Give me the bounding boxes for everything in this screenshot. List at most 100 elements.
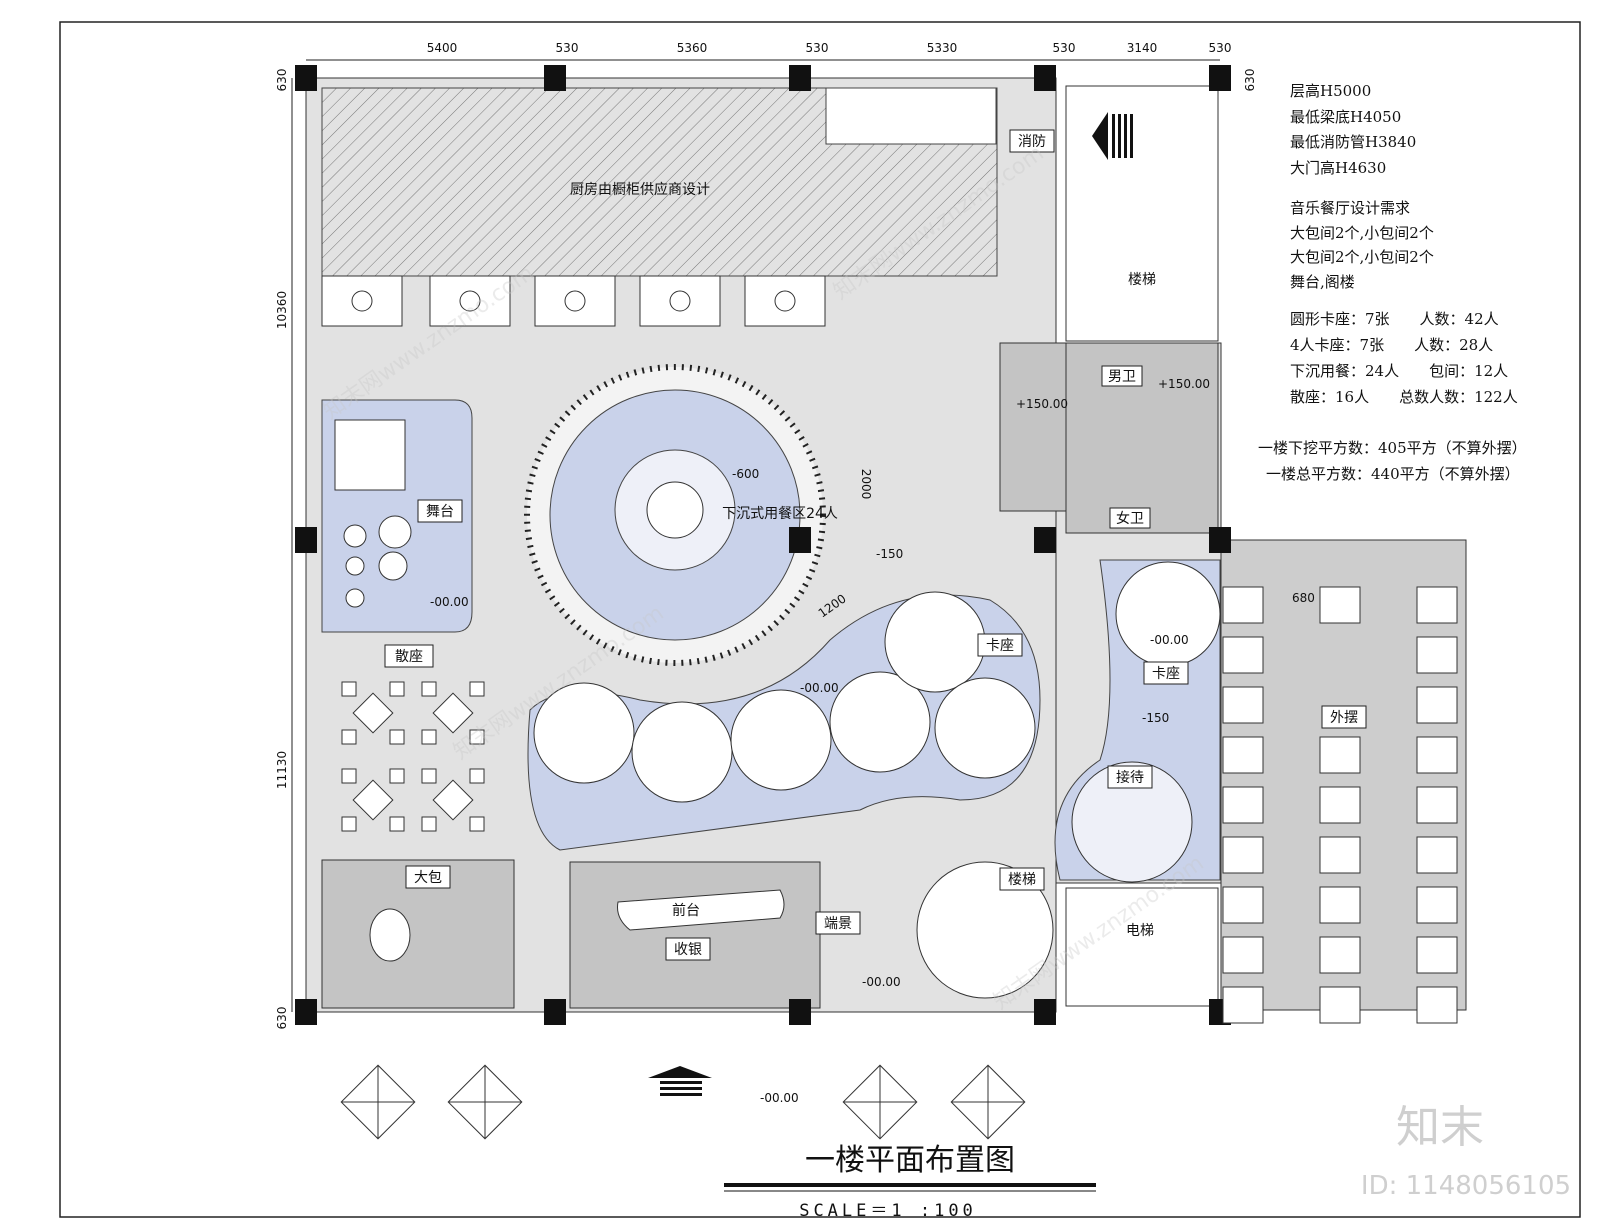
drawing-title: 一楼平面布置图 [805,1143,1015,1178]
column-6 [295,527,317,553]
kitchen-booth-5 [744,275,826,327]
round-booth-6 [934,677,1036,779]
sunken-center-table [646,481,704,539]
note-area-sunken: 一楼下挖平方数：405平方（不算外摆） [1258,439,1527,457]
loose-seating-tables [341,681,485,832]
column-11 [544,999,566,1025]
outdoor-table-0-6 [1222,886,1264,924]
loose-table-1 [352,692,394,734]
level-exterior: -00.00 [760,1091,799,1105]
fire-room [825,87,997,145]
level-booth-right: -00.00 [1150,633,1189,647]
dim-top-2: 530 [556,41,579,55]
note-area-total: 一楼总平方数：440平方（不算外摆） [1266,465,1520,483]
front-desk [617,889,785,931]
loose-table-3 [352,779,394,821]
drawing-frame [59,21,1581,1218]
watermark-brand: 知末 [1396,1102,1484,1153]
outdoor-table-0-4 [1222,786,1264,824]
dim-left-3: 11130 [275,751,289,789]
outdoor-table-2-8 [1416,986,1458,1024]
level-wc: +150.00 [1158,377,1210,391]
outdoor-table-1-8 [1319,986,1361,1024]
outdoor-table-2-1 [1416,636,1458,674]
note-beam-height: 最低梁底H4050 [1290,108,1401,126]
level-wc-left: +150.00 [1016,397,1068,411]
kitchen-booth-table-4 [669,290,691,312]
round-booth-4 [829,671,931,773]
loose-chair-3-4 [389,816,405,832]
stage-prop-2 [378,515,412,549]
dim-top-3: 5360 [677,41,708,55]
loose-chair-4-1 [421,768,437,784]
outdoor-table-0-7 [1222,936,1264,974]
reception-area [1071,761,1193,883]
loose-chair-4-2 [469,768,485,784]
stage-prop-4 [378,551,408,581]
stage-prop-5 [345,588,365,608]
note-door-height: 大门高H4630 [1290,159,1386,177]
front-desk-label: 前台 [672,902,700,919]
outdoor-table-0-3 [1222,736,1264,774]
stairwell-top [1065,85,1219,342]
level-stage: -00.00 [430,595,469,609]
wash-area [999,342,1067,512]
outdoor-table-1-6 [1319,886,1361,924]
fire-room-label: 消防 [1018,134,1046,150]
watermark-id: ID: 1148056105 [1361,1171,1571,1201]
loose-seating-label: 散座 [395,649,423,665]
note-4p-booths: 4人卡座：7张 人数：28人 [1290,336,1493,354]
feature-label: 端景 [824,916,852,932]
private-room-label: 大包 [414,870,442,886]
spiral-stair [916,861,1054,999]
outdoor-table-0-2 [1222,686,1264,724]
column-12 [789,999,811,1025]
outdoor-table-0-0 [1222,586,1264,624]
round-booth-1 [533,682,635,784]
outdoor-table-2-2 [1416,686,1458,724]
loose-chair-4-4 [469,816,485,832]
stage-prop-1 [343,524,367,548]
outdoor-table-2-4 [1416,786,1458,824]
dim-top-7: 3140 [1127,41,1158,55]
loose-chair-1-2 [389,681,405,697]
dim-right-1: 630 [1243,69,1257,92]
elevator-room [1065,887,1219,1007]
column-2 [544,65,566,91]
sunken-dining-label: 下沉式用餐区24人 [722,506,838,522]
outdoor-spacing: 680 [1292,591,1315,605]
level-sunken-width: 2000 [859,469,873,500]
note-requirements-title: 音乐餐厅设计需求 [1290,199,1410,217]
loose-chair-4-3 [421,816,437,832]
dim-left-4: 630 [275,1007,289,1030]
column-8 [1034,527,1056,553]
kitchen-booth-seats [321,275,826,327]
loose-chair-2-1 [421,681,437,697]
outdoor-table-0-5 [1222,836,1264,874]
outdoor-table-2-0 [1416,586,1458,624]
outdoor-table-2-6 [1416,886,1458,924]
kitchen-booth-table-5 [774,290,796,312]
note-rooms-1: 大包间2个,小包间2个 [1290,224,1434,242]
dim-top-5: 5330 [927,41,958,55]
cashier-area [569,861,821,1009]
outdoor-table-2-3 [1416,736,1458,774]
note-stage: 舞台,阁楼 [1290,273,1355,291]
outdoor-table-1-5 [1319,836,1361,874]
exterior-tables [340,1064,1026,1140]
column-10 [295,999,317,1025]
level-step: -150 [876,547,903,561]
outdoor-table-0-1 [1222,636,1264,674]
mens-wc-label: 男卫 [1108,369,1136,385]
column-5 [1209,65,1231,91]
outdoor-table-1-7 [1319,936,1361,974]
loose-chair-3-2 [389,768,405,784]
level-entry-garden: -00.00 [862,975,901,989]
round-booth-5 [884,591,986,693]
kitchen-label: 厨房由橱柜供应商设计 [570,181,710,198]
note-floor-height: 层高H5000 [1290,82,1371,100]
womens-wc-label: 女卫 [1116,510,1144,527]
reception-label: 接待 [1116,769,1144,786]
loose-chair-1-1 [341,681,357,697]
